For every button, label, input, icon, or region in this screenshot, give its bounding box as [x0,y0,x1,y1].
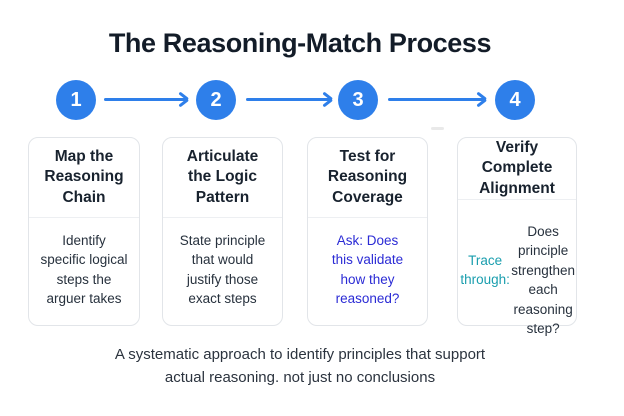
step-1-card-title: Map the Reasoning Chain [29,138,139,218]
step-3-number: 3 [352,88,364,111]
step-4-body-lead: Trace through: [460,252,510,288]
step-4-body-rest: Does principle strengthen each reasoning… [511,223,575,336]
flow-arrow-icon [388,98,484,101]
step-3-circle: 3 [338,80,378,120]
step-3-card-body: Ask: Does this validate how they reasone… [331,232,404,306]
step-2-circle: 2 [196,80,236,120]
step-1-circle: 1 [56,80,96,120]
step-2-number: 2 [210,88,222,111]
step-1-card: Map the Reasoning Chain Identify specifi… [28,137,140,326]
step-1-card-body: Identify specific logical steps the argu… [40,232,128,306]
footer-caption: A systematic approach to identify princi… [114,346,486,386]
flow-arrow-icon [246,98,330,101]
step-3-card-title: Test for Reasoning Coverage [308,138,427,218]
step-2-card-body: State principle that would justify those… [179,232,266,306]
artifact-smudge [431,127,444,130]
flow-arrow-icon [104,98,186,101]
step-2-card: Articulate the Logic Pattern State princ… [162,137,283,326]
step-4-number: 4 [509,88,521,111]
step-1-number: 1 [70,88,82,111]
step-4-card-title: Verify Complete Alignment [458,138,576,201]
step-4-card: Verify Complete Alignment Trace through:… [457,137,577,336]
step-4-circle: 4 [495,80,535,120]
step-4-card-body: Trace through: Does principle strengthen… [458,200,576,344]
step-3-card: Test for Reasoning Coverage Ask: Does th… [307,137,428,326]
step-2-card-title: Articulate the Logic Pattern [163,138,282,218]
diagram-title: The Reasoning-Match Process [108,28,492,58]
